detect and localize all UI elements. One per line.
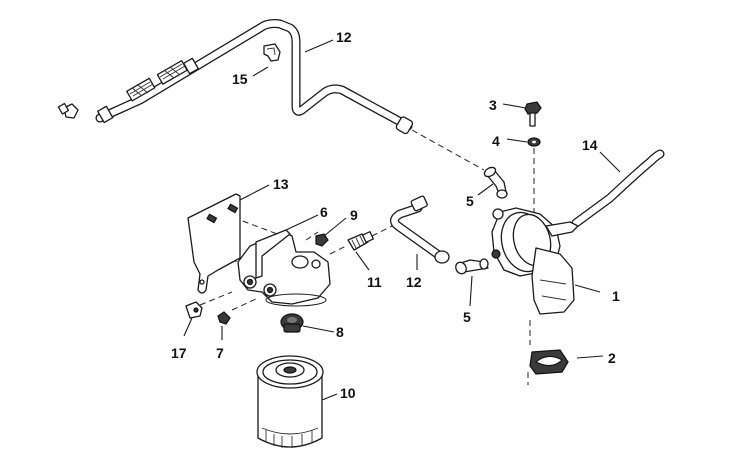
callout-5-lower: 5 — [463, 309, 471, 325]
vent-hose[interactable] — [571, 149, 665, 228]
callout-12: 12 — [406, 274, 422, 290]
fuel-filter-element[interactable] — [256, 355, 324, 448]
drain-plug[interactable] — [280, 313, 304, 333]
leader-lines — [183, 39, 621, 401]
fuel-pump[interactable] — [491, 207, 579, 315]
plug-small[interactable] — [217, 311, 231, 325]
callout-13: 12 — [336, 29, 352, 45]
callout-5-upper: 5 — [466, 193, 474, 209]
alignment-line — [411, 129, 485, 171]
elbow-fitting-upper[interactable] — [483, 166, 508, 199]
callout-7: 7 — [216, 345, 224, 361]
callout-11: 11 — [367, 274, 382, 290]
mounting-bracket[interactable] — [187, 193, 241, 294]
alignment-line — [371, 225, 393, 237]
callout-3: 3 — [489, 97, 497, 113]
callout-9: 9 — [350, 207, 358, 223]
callout-14: 13 — [273, 176, 289, 192]
elbow-fitting-lower[interactable] — [454, 258, 489, 276]
fuel-filter-base[interactable] — [237, 229, 331, 307]
callout-16: 15 — [232, 71, 248, 87]
callout-10: 10 — [340, 385, 356, 401]
fuel-supply-line[interactable] — [57, 19, 414, 135]
callout-4: 4 — [492, 133, 500, 149]
alignment-line — [329, 244, 349, 255]
connector-fitting[interactable] — [347, 231, 374, 251]
fuel-line-short[interactable] — [390, 195, 450, 264]
line-clip[interactable] — [263, 43, 281, 62]
plug[interactable] — [315, 233, 329, 247]
fitting-cap[interactable] — [185, 301, 203, 319]
alignment-line — [231, 297, 259, 311]
alignment-line — [199, 291, 233, 306]
callout-6: 6 — [320, 204, 328, 220]
bolt[interactable] — [524, 101, 542, 127]
callout-17: 17 — [171, 345, 187, 361]
fuel-pump-gasket[interactable] — [529, 349, 569, 375]
alignment-line — [305, 231, 319, 241]
callout-2: 2 — [608, 350, 616, 366]
callout-1: 1 — [612, 288, 620, 304]
callout-15: 14 — [582, 137, 598, 153]
callout-8: 8 — [336, 324, 344, 340]
washer[interactable] — [527, 137, 541, 147]
